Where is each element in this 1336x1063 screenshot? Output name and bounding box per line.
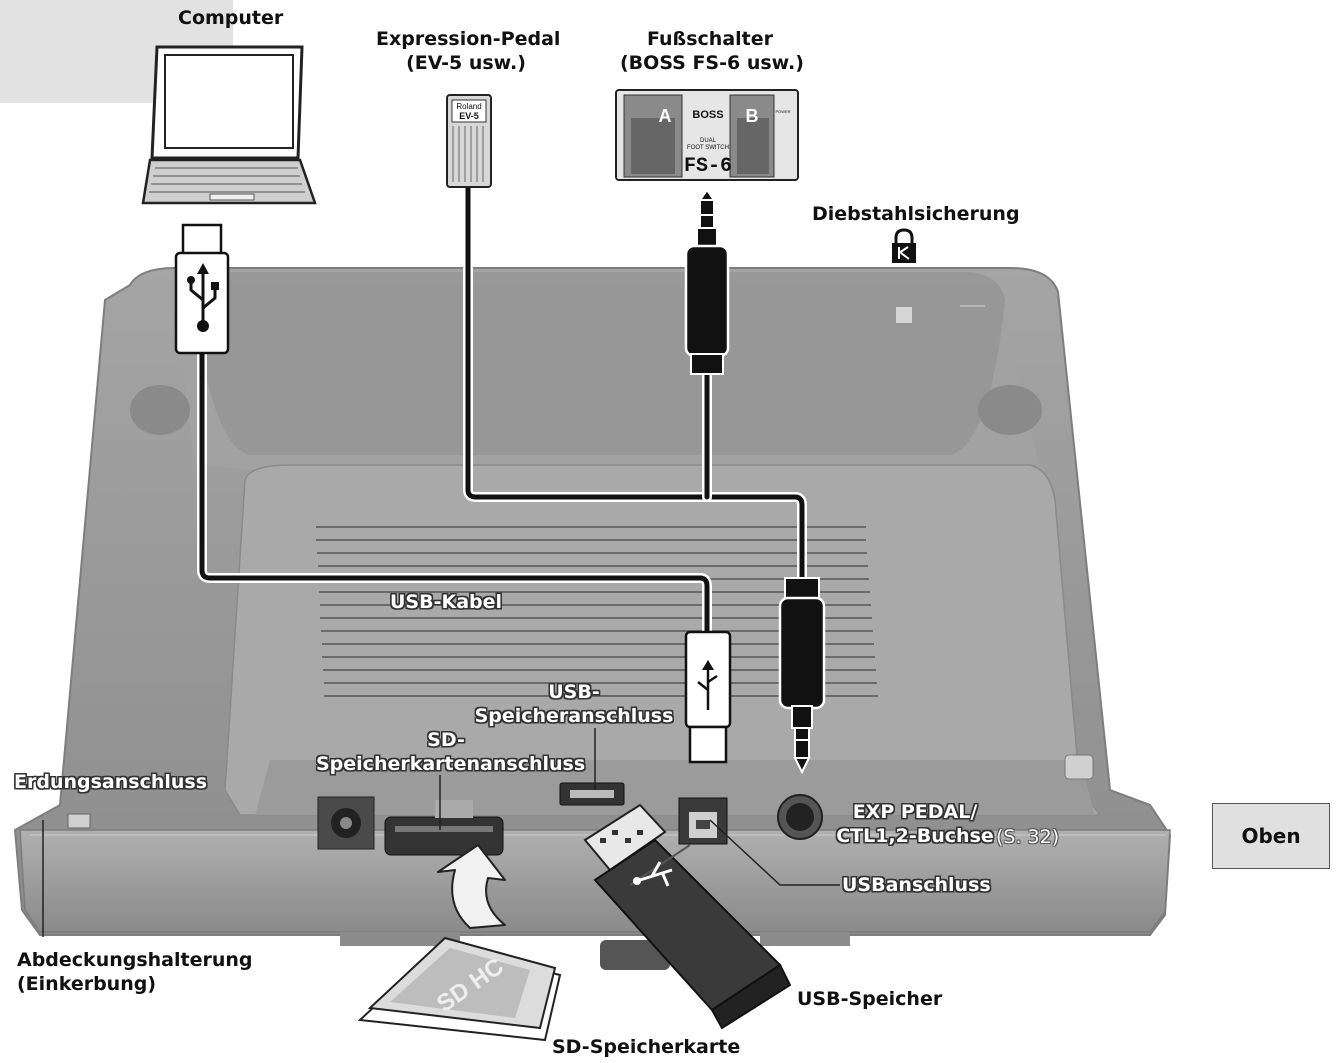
label-usb-memory-port-line2: Speicheranschluss bbox=[474, 705, 674, 727]
fs6-b: B bbox=[746, 106, 759, 126]
fs6-a: A bbox=[659, 106, 672, 126]
fs6-footswitch: A B BOSS DUAL FOOT SWITCH FS-6 POWER bbox=[615, 89, 799, 181]
fs6-desc1: DUAL bbox=[700, 138, 717, 144]
fs6-model: FS-6 bbox=[684, 155, 732, 178]
cables bbox=[197, 180, 807, 635]
kensington-lock-icon bbox=[892, 228, 916, 263]
leader-lines bbox=[42, 728, 840, 937]
exp-pedal-page-ref: (S. 32) bbox=[996, 826, 1060, 848]
ev5-model: EV-5 bbox=[459, 111, 479, 121]
ev5-brand: Roland bbox=[456, 102, 481, 111]
label-exp-pedal-jack-line2: CTL1,2-Buchse bbox=[836, 825, 994, 847]
label-exp-pedal-page-ref: (S. 32) bbox=[990, 825, 1059, 849]
label-anti-theft: Diebstahlsicherung bbox=[812, 203, 1020, 225]
sd-slot bbox=[384, 800, 504, 856]
label-computer: Computer bbox=[178, 7, 284, 29]
label-footswitch: Fußschalter (BOSS FS-6 usw.) bbox=[620, 27, 804, 75]
label-cover-holder-line2: (Einkerbung) bbox=[17, 973, 157, 995]
label-expression-pedal-line2: (EV-5 usw.) bbox=[406, 52, 526, 74]
label-usb-memory: USB-Speicher bbox=[797, 988, 943, 1010]
label-expression-pedal-line1: Expression-Pedal bbox=[376, 28, 561, 50]
phone-plug-device bbox=[778, 577, 826, 775]
label-usb-cable: USB-Kabel bbox=[390, 591, 503, 613]
ev5-pedal: Roland EV-5 bbox=[446, 94, 492, 188]
label-footswitch-line1: Fußschalter bbox=[647, 28, 773, 50]
phone-plug-footswitch bbox=[684, 188, 730, 375]
usb-b-plug bbox=[684, 630, 732, 764]
insert-arrow-icon bbox=[437, 844, 506, 929]
label-sd-card: SD-Speicherkarte bbox=[552, 1036, 741, 1058]
label-usb-port: USBanschluss bbox=[842, 874, 991, 896]
label-exp-pedal-jack-line1: EXP PEDAL/ bbox=[852, 801, 978, 823]
laptop-illustration bbox=[141, 45, 317, 205]
label-cover-holder: Abdeckungshalterung (Einkerbung) bbox=[17, 948, 253, 996]
label-usb-memory-port: USB- Speicheranschluss bbox=[474, 680, 674, 728]
usb-memory-port bbox=[559, 782, 625, 806]
fs6-power: POWER bbox=[775, 109, 790, 114]
usb-stick bbox=[583, 803, 792, 1030]
exp-pedal-jack bbox=[777, 794, 823, 840]
dc-in-jack bbox=[317, 796, 375, 850]
label-usb-memory-port-line1: USB- bbox=[548, 681, 600, 703]
label-sd-slot-line1: SD- bbox=[427, 729, 465, 751]
usb-b-port bbox=[678, 797, 728, 845]
label-sd-slot: SD- Speicherkartenanschluss bbox=[316, 728, 586, 776]
device-body bbox=[13, 267, 1172, 970]
ground-terminal bbox=[67, 813, 91, 829]
label-sd-slot-line2: Speicherkartenanschluss bbox=[316, 753, 586, 775]
fs6-brand: BOSS bbox=[692, 109, 723, 121]
label-cover-holder-line1: Abdeckungshalterung bbox=[17, 949, 253, 971]
sd-card: SD HC bbox=[357, 936, 562, 1042]
fs6-desc2: FOOT SWITCH bbox=[687, 145, 729, 151]
top-button[interactable]: Oben bbox=[1212, 803, 1330, 869]
label-ground: Erdungsanschluss bbox=[14, 771, 208, 793]
label-footswitch-line2: (BOSS FS-6 usw.) bbox=[620, 52, 804, 74]
label-expression-pedal: Expression-Pedal (EV-5 usw.) bbox=[376, 27, 561, 75]
label-exp-pedal-jack: EXP PEDAL/ CTL1,2-Buchse bbox=[830, 800, 1000, 848]
usb-a-plug bbox=[174, 223, 230, 355]
